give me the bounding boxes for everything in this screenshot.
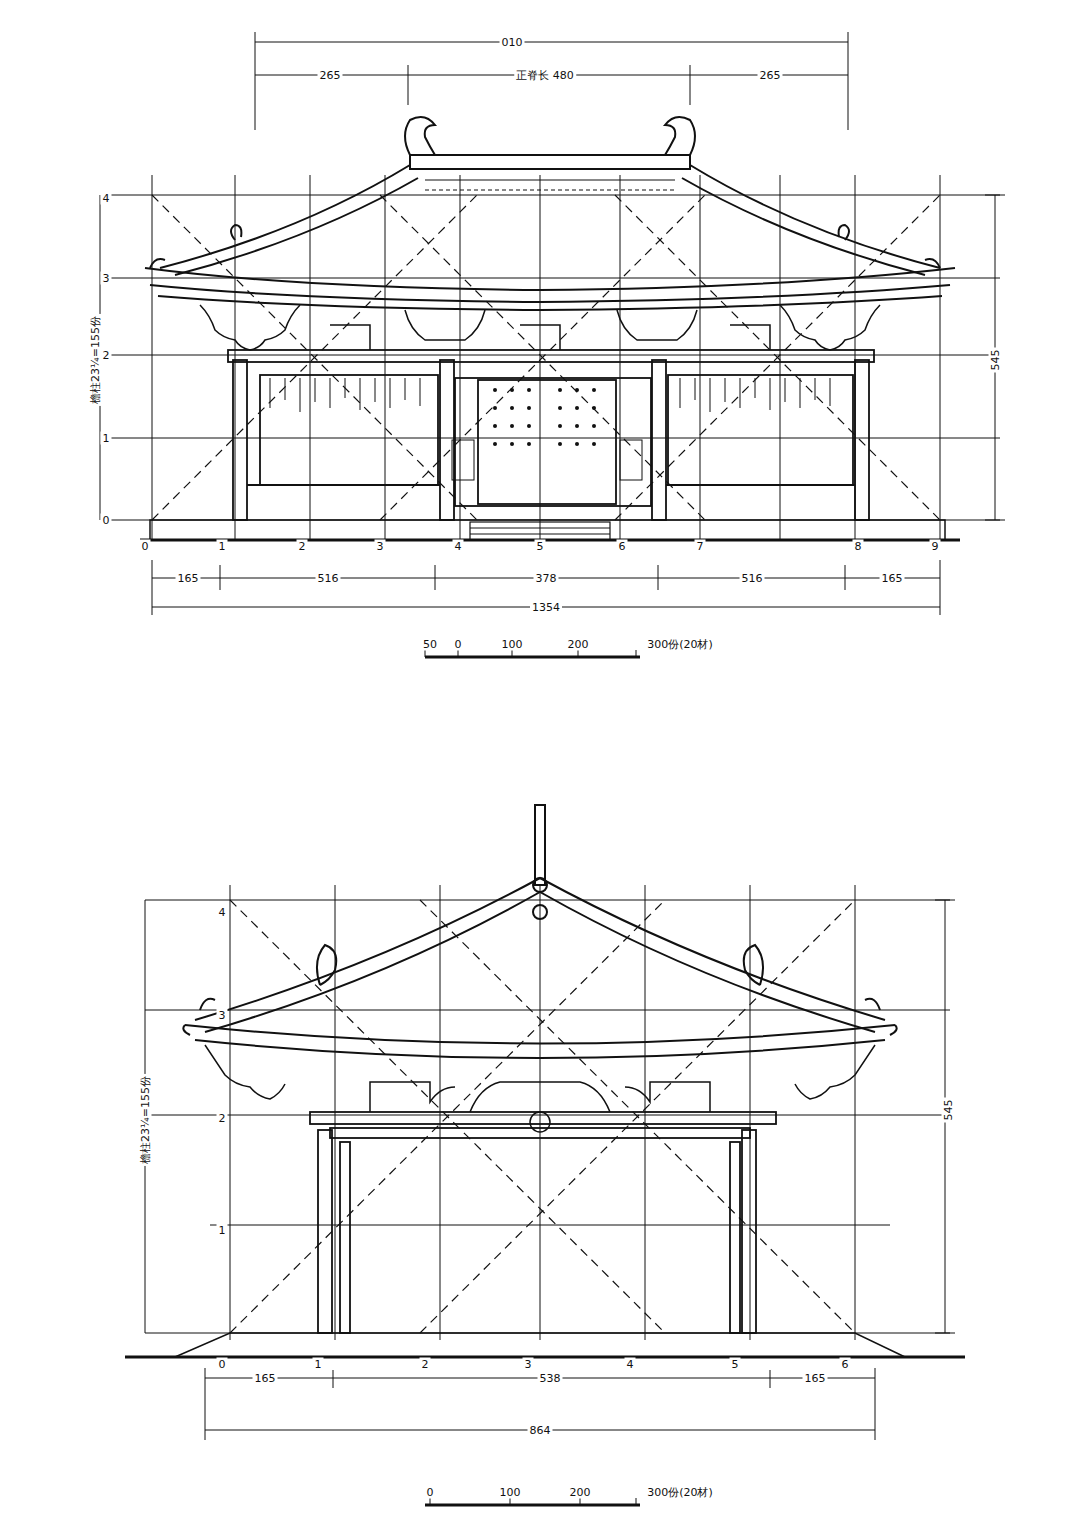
dimension-label: 165 [176,572,201,585]
dimension-label: 165 [880,572,905,585]
dimension-label: 0 [453,638,464,651]
dimension-label: 9 [930,540,941,553]
dimension-label: 165 [253,1372,278,1385]
dimension-label: 1 [217,1224,228,1237]
dimension-label: 2 [101,349,112,362]
dimension-label: 3 [217,1009,228,1022]
dimension-label: 516 [740,572,765,585]
dimension-label: 3 [375,540,386,553]
dimension-label: 1 [313,1358,324,1371]
dimension-label: 864 [528,1424,553,1437]
dimension-label: 300份(20材) [645,638,715,651]
dimension-label: 2 [297,540,308,553]
dimension-label: 3 [101,272,112,285]
dimension-label: 538 [538,1372,563,1385]
dimension-label: 300份(20材) [645,1486,715,1499]
dimension-label: 010 [500,36,525,49]
dimension-label: 200 [566,638,591,651]
dimension-label: 100 [500,638,525,651]
dimension-label: 1 [217,540,228,553]
dimension-label: 4 [453,540,464,553]
dimension-label: 265 [318,69,343,82]
dimension-label: 1 [101,432,112,445]
dimension-label: 165 [803,1372,828,1385]
dimension-label: 265 [758,69,783,82]
dimension-label: 4 [101,192,112,205]
dimension-label: 0 [425,1486,436,1499]
dimension-label: 3 [523,1358,534,1371]
dimension-label: 2 [420,1358,431,1371]
dimension-label: 545 [942,1098,955,1123]
dimension-label: 2 [217,1112,228,1125]
dimension-label: 0 [140,540,151,553]
dimension-label: 6 [840,1358,851,1371]
dimension-label: 4 [625,1358,636,1371]
dimension-label: 5 [730,1358,741,1371]
dimension-label: 1354 [530,601,562,614]
dimension-label: 5 [535,540,546,553]
dimension-label: 7 [695,540,706,553]
dimension-label: 200 [568,1486,593,1499]
dimension-label: 50 [421,638,439,651]
dimension-label: 0 [217,1358,228,1371]
dimension-label: 4 [217,906,228,919]
dimension-label: 516 [316,572,341,585]
dimension-label: 378 [534,572,559,585]
dimension-label: 0 [101,514,112,527]
dimension-label: 正脊长 480 [514,69,576,82]
dimension-label: 8 [853,540,864,553]
dimension-label: 545 [989,348,1002,373]
dimension-label: 6 [617,540,628,553]
dimension-label: 100 [498,1486,523,1499]
dimension-label: 檐柱23¼=155份 [139,1074,152,1166]
